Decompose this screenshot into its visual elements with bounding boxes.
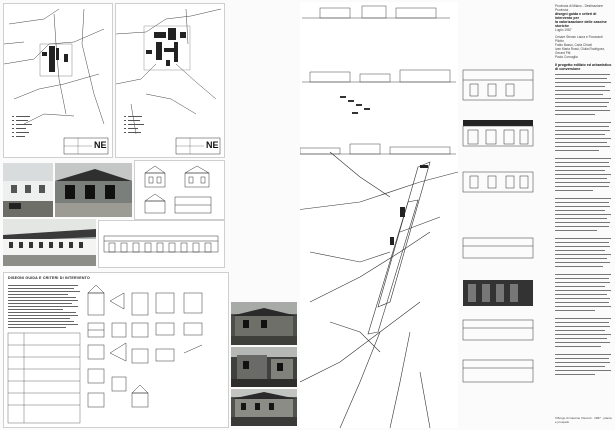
header-line-2: disegni guida e criteri di intervento pe…	[555, 12, 597, 20]
header-line-4: Luglio 1987	[555, 28, 572, 32]
photo-barn	[55, 163, 132, 217]
credit-line-4: Paolo Cornaglia	[555, 55, 578, 59]
section-title: Il progetto edilizio ed urbanistico di c…	[555, 63, 612, 71]
text-panel: Provincia di Milano - Destinazione Provi…	[555, 4, 612, 428]
titleblock-logo-2: NE	[206, 140, 219, 150]
titleblock-logo-1: NE	[94, 140, 107, 150]
credit-line-2: Fabio Basso, Carla Chiodi	[555, 43, 593, 47]
photo-row-houses	[3, 219, 96, 266]
header-line-1: Provincia di Milano - Destinazione Provi…	[555, 4, 604, 12]
main-site-plan	[300, 2, 458, 428]
site-plan-sheet-2: NE	[115, 3, 225, 158]
body-text-lines	[555, 74, 611, 375]
table-title: DISEGNI GUIDA E CRITERI DI INTERVENTO	[8, 276, 91, 280]
footnote: Il Borgo di Cascine Visconti · 1987 · pi…	[555, 416, 612, 424]
credits-block: Cesare Stevan Laura e Fioravanti Pilotto…	[555, 35, 612, 59]
guidelines-table-sheet: DISEGNI GUIDA E CRITERI DI INTERVENTO	[3, 272, 229, 428]
elevation-column	[458, 60, 538, 420]
site-plan-drawing-2	[116, 8, 222, 155]
credit-line-1: Cesare Stevan Laura e Fioravanti Pilotto	[555, 35, 603, 43]
photo-cascina-white	[3, 163, 53, 217]
site-plan-sheet-1: NE	[3, 3, 113, 158]
photo-courtyard-3	[231, 389, 297, 426]
photo-courtyard-2	[231, 347, 297, 387]
text-header: Provincia di Milano - Destinazione Provi…	[555, 4, 612, 32]
header-line-3: la valorizzazione delle cascine storiche	[555, 20, 607, 28]
credit-line-3: Ivan Maria Rossi, Giulia Rodriguez, Gera…	[555, 47, 605, 55]
elevation-sheet-long	[98, 220, 225, 268]
elevation-sheet-small	[134, 160, 225, 220]
photo-courtyard-1	[231, 302, 297, 345]
site-plan-drawing-1	[4, 8, 109, 155]
